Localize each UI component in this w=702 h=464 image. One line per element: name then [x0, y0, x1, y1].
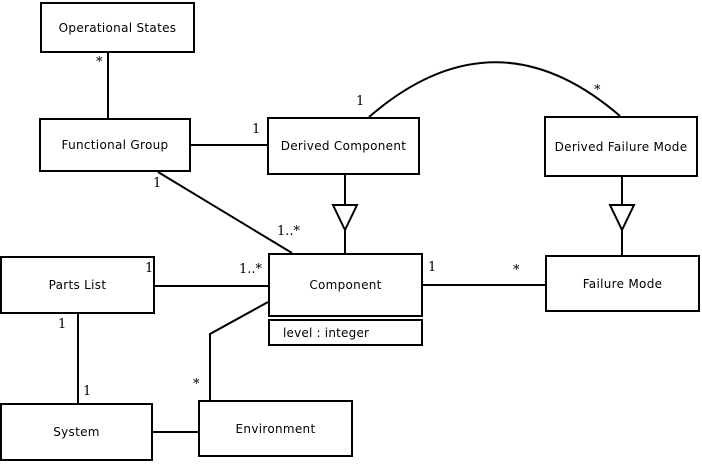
class-name: System: [53, 425, 100, 439]
multiplicity-parts-list-end: 1: [58, 317, 67, 332]
multiplicity-component-end: 1..*: [239, 262, 263, 277]
class-component-attribute-compartment: level : integer: [268, 319, 423, 346]
generalization-derived-component-component: [331, 175, 359, 253]
multiplicity-functional-group-end: 1: [153, 176, 162, 191]
multiplicity-environment-end: *: [193, 377, 200, 392]
class-derived-component: Derived Component: [267, 117, 420, 175]
attribute-text: level : integer: [283, 325, 370, 340]
class-name: Failure Mode: [582, 276, 663, 291]
multiplicity-operational-states-end: *: [96, 55, 103, 70]
class-parts-list: Parts List: [0, 256, 155, 314]
class-name: Functional Group: [61, 138, 169, 152]
class-component: Component: [268, 253, 423, 317]
multiplicity-component-end: 1..*: [277, 224, 301, 239]
multiplicity-parts-list-end: 1: [145, 261, 154, 276]
class-name: Operational States: [58, 20, 177, 35]
generalization-triangle-icon: [331, 204, 359, 233]
class-name: Parts List: [48, 278, 107, 292]
class-system: System: [0, 403, 153, 461]
generalization-derived-failure-mode-failure-mode: [608, 177, 636, 255]
class-failure-mode: Failure Mode: [545, 255, 700, 312]
class-name: Component: [309, 278, 382, 292]
class-name: Derived Component: [280, 139, 407, 153]
association-functional-group-component: [157, 171, 293, 254]
association-derived-component-derived-failure-mode: [368, 61, 621, 118]
class-functional-group: Functional Group: [39, 118, 191, 172]
generalization-triangle-icon: [608, 204, 636, 233]
class-name: Derived Failure Mode: [554, 139, 688, 154]
multiplicity-derived-component-end: 1: [252, 122, 261, 137]
multiplicity-failure-mode-end: *: [513, 263, 520, 278]
association-component-environment: [209, 301, 269, 400]
class-operational-states: Operational States: [40, 2, 195, 53]
class-derived-failure-mode: Derived Failure Mode: [544, 116, 698, 177]
multiplicity-component-end: 1: [428, 260, 437, 275]
multiplicity-derived-component-end: 1: [356, 94, 365, 109]
multiplicity-system-end: 1: [83, 384, 92, 399]
class-environment: Environment: [198, 400, 353, 457]
class-name: Environment: [235, 421, 316, 436]
multiplicity-derived-failure-mode-end: *: [594, 83, 601, 98]
